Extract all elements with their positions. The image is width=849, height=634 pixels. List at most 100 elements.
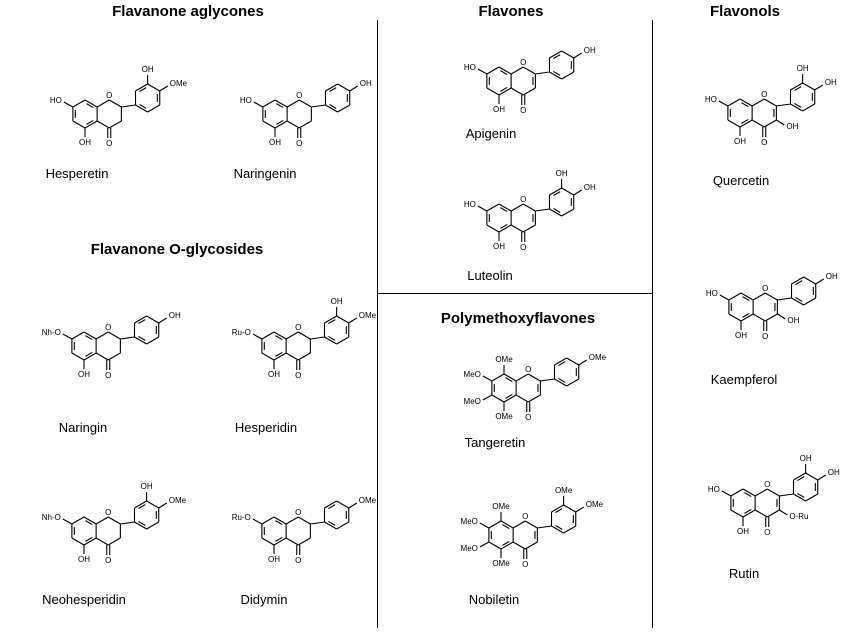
ring-c-bond [298,99,312,108]
ring-a-bond [261,331,275,340]
molecule-bonds [477,50,583,105]
sub-bond-3 [779,509,788,516]
ring-b-bond [337,83,351,92]
ring-a-bond [261,537,275,546]
sub-4p: OH [826,272,838,281]
ring-a-bond [261,516,275,525]
ring-oxygen: O [106,91,112,100]
ring-a-bond [498,87,512,96]
ring-a-double-bond [500,207,508,213]
ring-b-bond [324,521,337,530]
ring-b-bond [324,336,337,345]
ring-b-bond [336,336,350,345]
ring-oxygen: O [525,365,531,374]
sub-bond-4p [575,506,585,513]
ring-c-bond [96,120,110,129]
ring-b-bond [566,357,580,366]
ring-b-bond [135,104,148,113]
ring-a-bond [71,331,85,340]
molecule-bonds [63,75,169,138]
molecule-bonds [721,464,827,527]
ring-a-bond [71,537,85,546]
ring-oxygen: O [105,323,111,332]
label-rutin: Rutin [728,566,760,581]
sub-bond-7 [62,333,73,340]
ring-c-bond [510,87,524,96]
sub-7: HO [708,485,720,494]
ring-b-double-bond [558,377,566,383]
sub-bond-4p [817,474,827,481]
ring-a-bond [71,352,85,361]
sub-7: HO [706,289,718,298]
ring-c-bond [763,119,777,128]
ring-b-bond [146,315,160,324]
ring-oxygen: O [295,508,301,517]
sub-bond-3 [777,313,786,320]
ring-a-bond [503,373,517,382]
ring-b-bond [325,104,338,113]
ring-b-link-bond [311,104,326,108]
molecule-bonds [252,500,358,555]
molecule-bonds [479,496,585,559]
ring-c-bond [297,537,311,546]
ring-a-double-bond [502,540,510,546]
ring-b-link-bond [121,104,136,108]
sub-bond-4p [348,317,358,324]
ring-b-double-bond [553,54,561,60]
molecule-bonds [62,492,168,555]
ring-a-bond [742,488,756,497]
sub-bond-4p [159,85,169,92]
ring-c-bond [510,203,524,212]
ring-c-bond [297,352,311,361]
ring-a-double-bond [86,103,94,109]
ring-b-link-bond [537,525,552,529]
divider-left [377,20,378,628]
label-luteolin: Luteolin [467,268,513,283]
ring-a-bond [262,99,276,108]
ring-b-link-bond [535,208,550,212]
molecule-bonds [482,357,588,412]
molecule-bonds [719,276,825,331]
ring-c-bond [522,66,536,75]
sub-bond-7 [721,490,732,497]
sub-7: MeO [464,370,481,379]
label-naringin: Naringin [58,420,108,435]
label-hesperidin: Hesperidin [234,420,298,435]
sub-bond-4p [814,84,824,91]
ring-a-bond [727,98,741,107]
sub-4p: OMe [586,500,604,509]
sub-bond-6 [479,541,490,548]
sub-bond-7 [718,100,729,107]
sub-7: Ru-O [232,513,251,522]
sub-bond-6 [482,394,493,401]
ring-c-bond [764,292,778,301]
ring-c-bond [524,520,538,529]
ring-a-bond [273,516,287,525]
label-apigenin: Apigenin [465,126,517,141]
sub-bond-4p [349,85,359,92]
ring-b-bond [793,493,806,502]
ring-a-double-bond [741,118,749,124]
ring-a-bond [486,203,500,212]
ring-a-bond [273,537,287,546]
ring-a-bond [728,313,742,322]
ring-a-double-bond [85,520,93,526]
ring-b-bond [549,187,562,196]
label-hesperetin: Hesperetin [45,166,109,181]
ring-c-bond [107,331,121,340]
label-didymin: Didymin [240,592,288,607]
ring-c-bond [510,224,524,233]
ring-b-double-bond [328,319,336,325]
label-tangeretin: Tangeretin [464,435,526,450]
ring-a-bond [273,352,287,361]
ring-a-double-bond [500,86,508,92]
sub-bond-7 [477,205,488,212]
ring-a-bond [498,66,512,75]
ring-c-bond [764,313,778,322]
sub-3: O-Ru [789,512,808,521]
ring-b-bond [134,500,147,509]
ring-c-bond [751,98,765,107]
